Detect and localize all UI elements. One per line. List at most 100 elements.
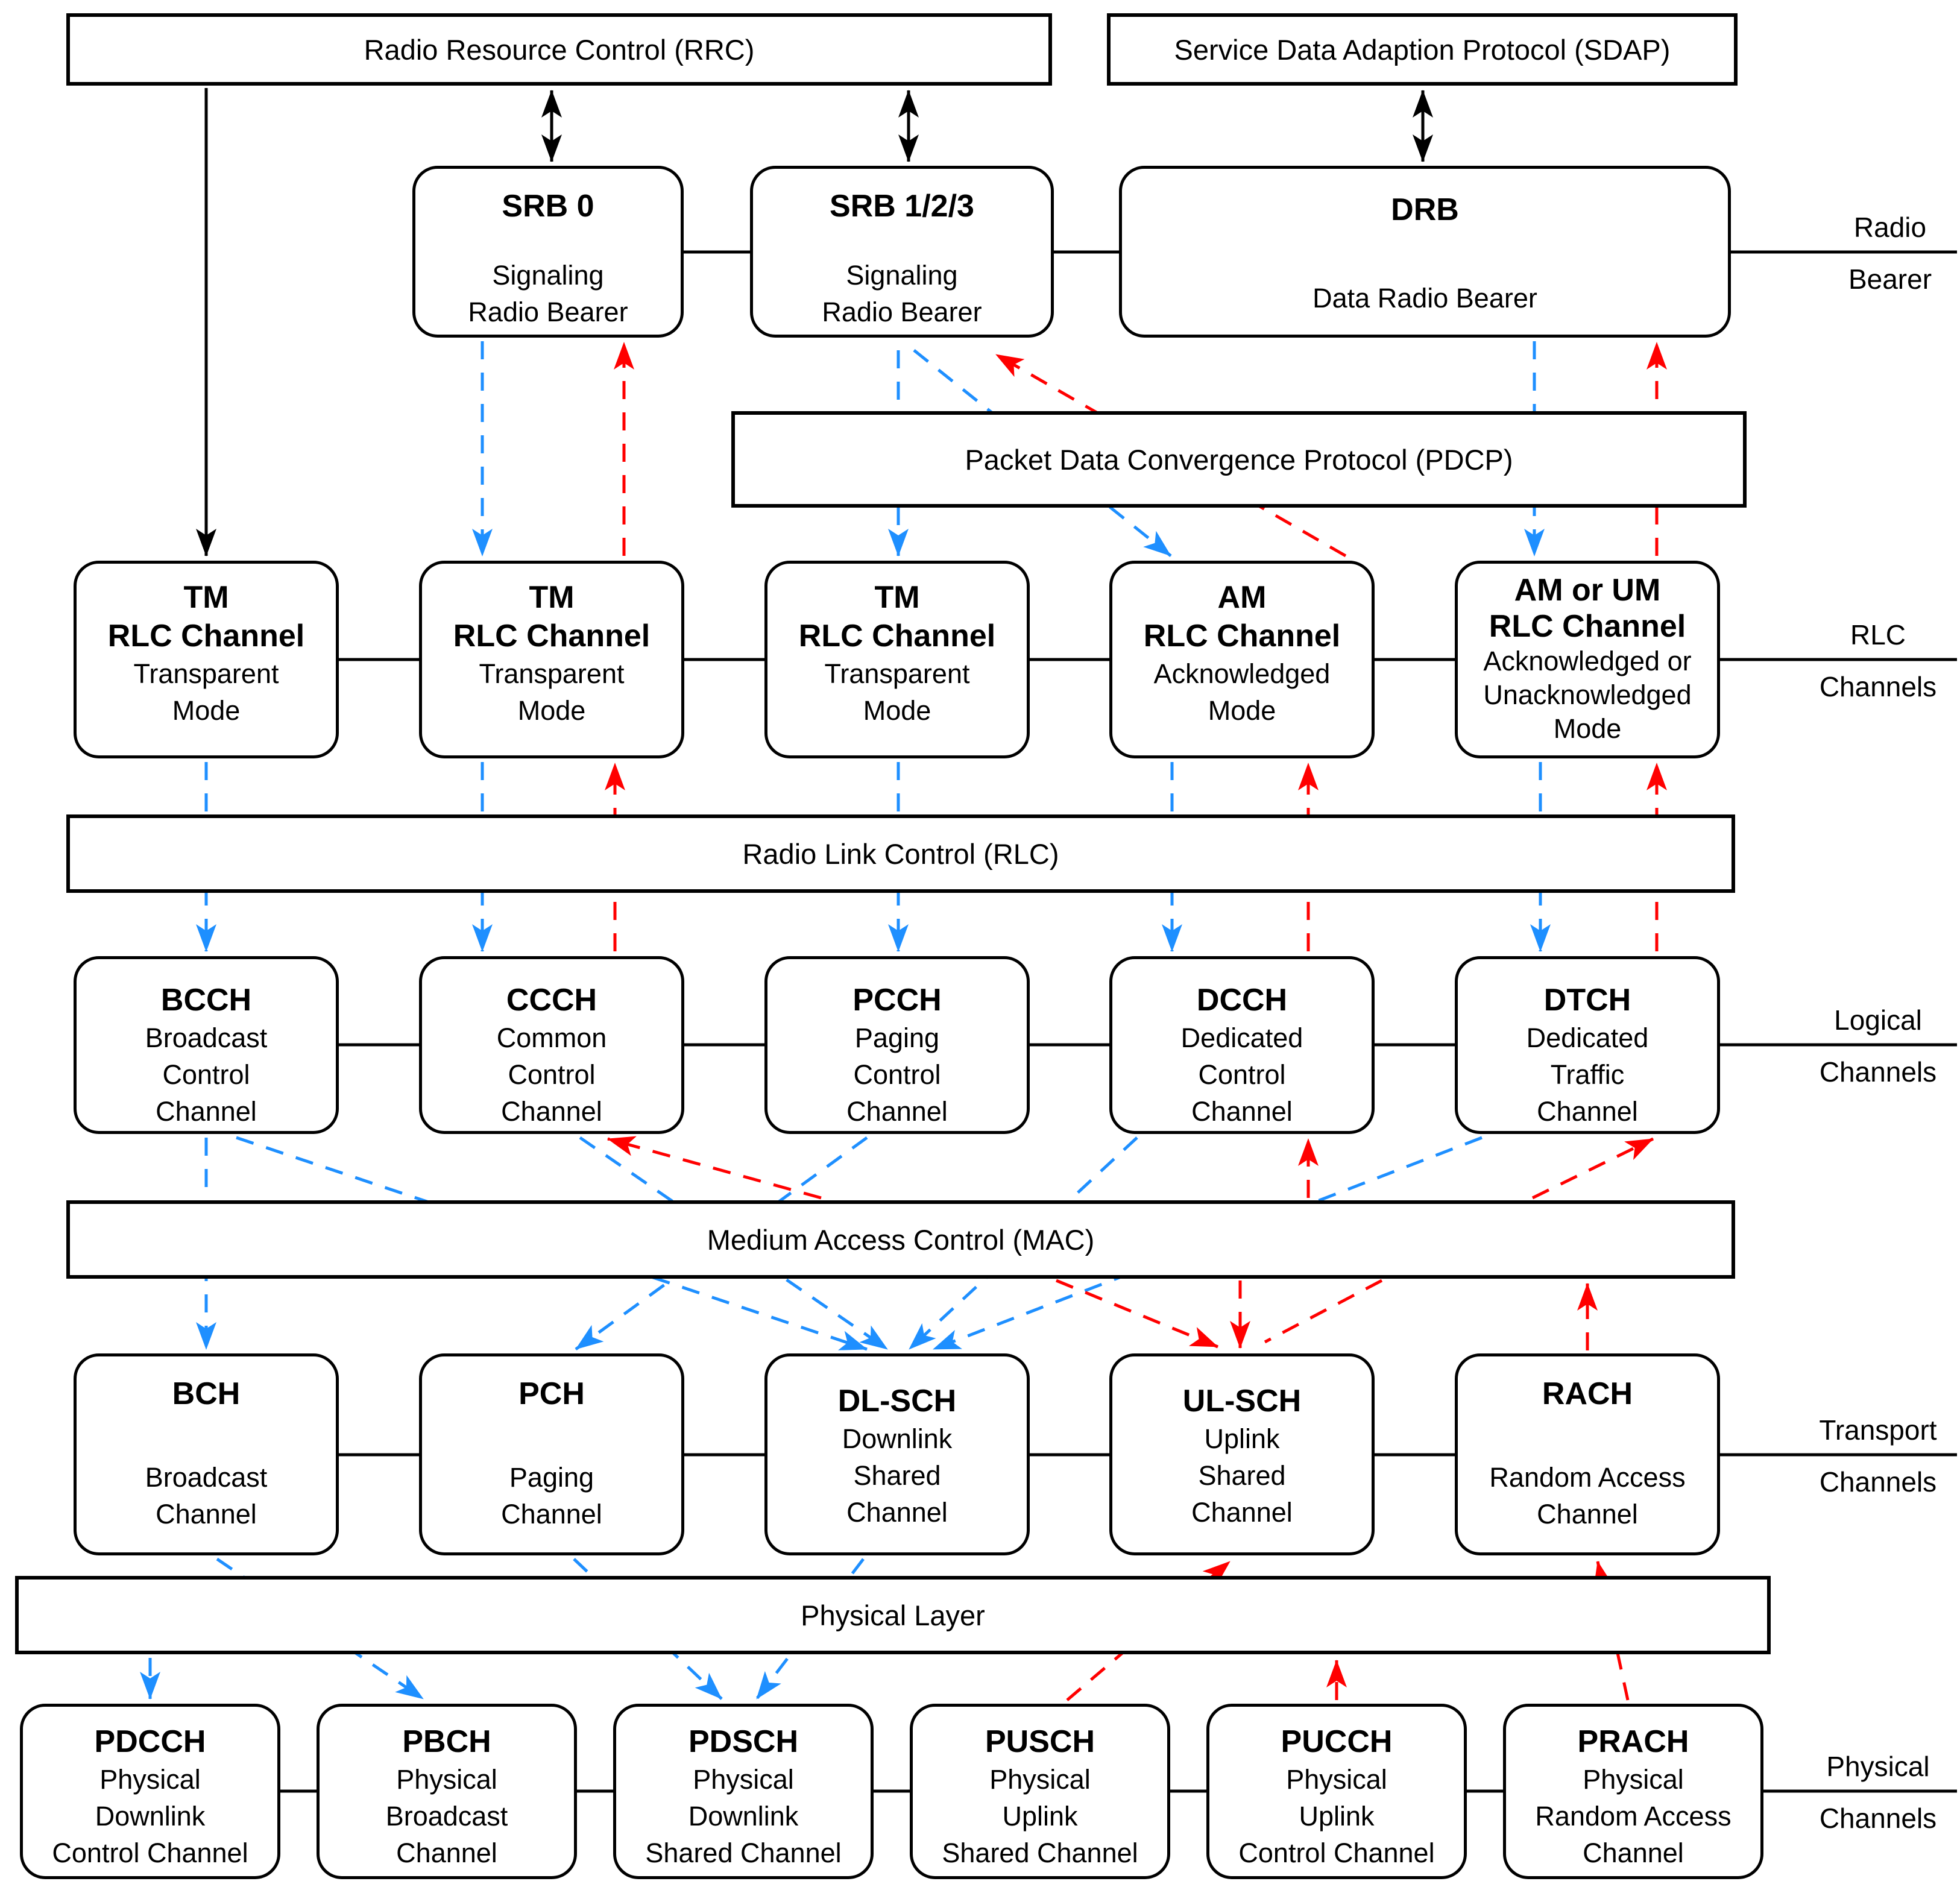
box-title: DRB <box>1391 192 1459 227</box>
box-subtitle: Random Access Channel <box>1489 1462 1686 1529</box>
box-title: DL-SCH <box>837 1384 957 1419</box>
box-title: PDSCH <box>688 1724 799 1759</box>
box-bch: BCH Broadcast Channel <box>74 1353 339 1555</box>
box-subtitle: Acknowledged Mode <box>1153 658 1331 726</box>
box-am-rlc: AM RLC Channel Acknowledged Mode <box>1109 561 1375 758</box>
box-title: PCH <box>518 1376 585 1411</box>
arrow-pcch-to-pch <box>575 1136 868 1351</box>
box-subtitle: Uplink Shared Channel <box>1191 1423 1293 1528</box>
row-label-logical: Logical <box>1834 1004 1922 1036</box>
box-subtitle: Transparent Mode <box>479 658 625 726</box>
box-pch: PCH Paging Channel <box>419 1353 684 1555</box>
box-ccch: CCCH Common Control Channel <box>419 956 684 1134</box>
box-pdsch: PDSCH Physical Downlink Shared Channel <box>613 1704 874 1879</box>
arrow-mac-to-ulsch-left <box>1056 1279 1218 1349</box>
box-subtitle: Signaling Radio Bearer <box>468 260 628 327</box>
box-title: PRACH <box>1577 1724 1689 1759</box>
box-subtitle: Physical Downlink Control Channel <box>52 1764 248 1868</box>
box-title: BCCH <box>160 983 252 1018</box>
box-subtitle: Downlink Shared Channel <box>842 1423 953 1528</box>
box-subtitle: Broadcast Control Channel <box>145 1022 268 1127</box>
box-title: RACH <box>1542 1376 1633 1411</box>
bar-pdcp: Packet Data Convergence Protocol (PDCP) <box>731 411 1747 508</box>
box-title: DCCH <box>1196 983 1288 1018</box>
row-label-logical-channels: Channels <box>1819 1056 1937 1088</box>
box-subtitle: Common Control Channel <box>496 1022 607 1127</box>
arrow-dcch-to-dlsch <box>908 1136 1138 1350</box>
box-subtitle: Dedicated Traffic Channel <box>1526 1022 1649 1127</box>
box-subtitle: Paging Channel <box>501 1462 602 1529</box>
box-title: TM RLC Channel <box>798 580 996 654</box>
box-title: PUSCH <box>985 1724 1095 1759</box>
box-ul-sch: UL-SCH Uplink Shared Channel <box>1109 1353 1375 1555</box>
bar-phy-label: Physical Layer <box>801 1599 985 1631</box>
box-pcch: PCCH Paging Control Channel <box>764 956 1030 1134</box>
box-subtitle: Physical Downlink Shared Channel <box>645 1764 842 1868</box>
box-title: DTCH <box>1543 983 1631 1018</box>
box-srb123: SRB 1/2/3 Signaling Radio Bearer <box>750 166 1054 338</box>
box-dcch: DCCH Dedicated Control Channel <box>1109 956 1375 1134</box>
box-title: CCCH <box>506 983 597 1018</box>
bar-sdap: Service Data Adaption Protocol (SDAP) <box>1107 13 1738 86</box>
box-bcch: BCCH Broadcast Control Channel <box>74 956 339 1134</box>
box-subtitle: Dedicated Control Channel <box>1180 1022 1303 1127</box>
box-srb0: SRB 0 Signaling Radio Bearer <box>412 166 684 338</box>
box-subtitle: Physical Random Access Channel <box>1535 1764 1732 1868</box>
box-title: TM RLC Channel <box>453 580 651 654</box>
box-subtitle: Physical Broadcast Channel <box>385 1764 508 1868</box>
bar-mac: Medium Access Control (MAC) <box>66 1200 1735 1279</box>
box-subtitle: Physical Uplink Control Channel <box>1238 1764 1435 1868</box>
row-label-rlc: RLC <box>1850 619 1906 650</box>
row-label-physical: Physical <box>1826 1751 1930 1782</box>
bar-rrc: Radio Resource Control (RRC) <box>66 13 1052 86</box>
bar-rlc: Radio Link Control (RLC) <box>66 814 1735 893</box>
box-title: BCH <box>172 1376 241 1411</box>
row-label-bearer: Bearer <box>1848 263 1932 295</box>
box-subtitle: Physical Uplink Shared Channel <box>942 1764 1138 1868</box>
box-drb: DRB Data Radio Bearer <box>1119 166 1731 338</box>
black-control-arrows <box>196 88 1433 556</box>
box-subtitle: Broadcast Channel <box>145 1462 268 1529</box>
box-prach: PRACH Physical Random Access Channel <box>1503 1704 1763 1879</box>
box-subtitle: Transparent Mode <box>824 658 970 726</box>
arrow-bcch-to-dlsch <box>236 1136 868 1351</box>
bar-rrc-label: Radio Resource Control (RRC) <box>364 33 755 66</box>
box-tm-rlc-1: TM RLC Channel Transparent Mode <box>74 561 339 758</box>
row-label-transport-channels: Channels <box>1819 1466 1937 1498</box>
box-pdcch: PDCCH Physical Downlink Control Channel <box>20 1704 280 1879</box>
box-pusch: PUSCH Physical Uplink Shared Channel <box>910 1704 1170 1879</box>
arrow-mac-to-ulsch-right <box>1264 1279 1383 1344</box>
box-title: PUCCH <box>1281 1724 1393 1759</box>
box-rach: RACH Random Access Channel <box>1455 1353 1720 1555</box>
box-subtitle: Signaling Radio Bearer <box>822 260 982 327</box>
arrow-mac-to-dtch <box>1531 1137 1654 1200</box>
box-title: SRB 0 <box>502 189 594 224</box>
box-tm-rlc-2: TM RLC Channel Transparent Mode <box>419 561 684 758</box>
box-title: TM RLC Channel <box>107 580 305 654</box>
box-pbch: PBCH Physical Broadcast Channel <box>317 1704 577 1879</box>
box-title: PDCCH <box>94 1724 206 1759</box>
bar-sdap-label: Service Data Adaption Protocol (SDAP) <box>1174 33 1671 66</box>
box-subtitle: Paging Control Channel <box>846 1022 948 1127</box>
box-title: UL-SCH <box>1182 1384 1302 1419</box>
box-title: PBCH <box>402 1724 491 1759</box>
bar-phy: Physical Layer <box>15 1576 1771 1654</box>
row-label-transport: Transport <box>1819 1414 1937 1446</box>
box-subtitle: Acknowledged or Unacknowledged Mode <box>1483 646 1692 744</box>
box-tm-rlc-3: TM RLC Channel Transparent Mode <box>764 561 1030 758</box>
box-title: AM RLC Channel <box>1143 580 1341 654</box>
box-title: PCCH <box>852 983 942 1018</box>
box-subtitle: Transparent Mode <box>133 658 279 726</box>
box-subtitle: Data Radio Bearer <box>1312 283 1537 313</box>
row-label-rlc-channels: Channels <box>1819 671 1937 702</box>
row-label-radio: Radio <box>1853 212 1927 243</box>
box-am-or-um-rlc: AM or UM RLC Channel Acknowledged or Una… <box>1455 561 1720 758</box>
row-connector-lines <box>280 250 1957 1793</box>
arrow-mac-to-ccch <box>607 1136 822 1200</box>
bar-pdcp-label: Packet Data Convergence Protocol (PDCP) <box>965 443 1513 476</box>
box-title: SRB 1/2/3 <box>830 189 974 224</box>
box-dl-sch: DL-SCH Downlink Shared Channel <box>764 1353 1030 1555</box>
box-dtch: DTCH Dedicated Traffic Channel <box>1455 956 1720 1134</box>
bar-rlc-label: Radio Link Control (RLC) <box>742 837 1059 870</box>
